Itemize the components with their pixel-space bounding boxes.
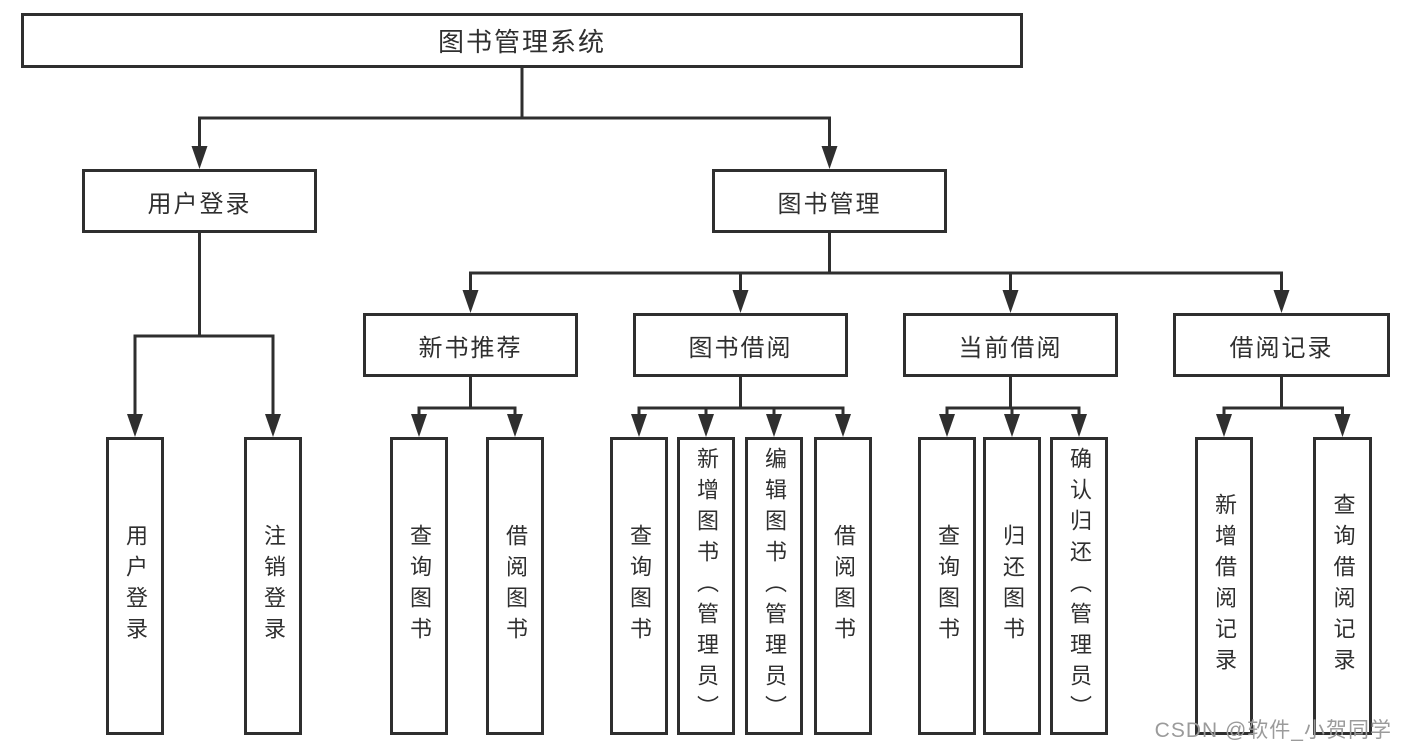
node-root: 图书管理系统 [21, 13, 1023, 68]
arrowhead-icon-book-borrow [732, 290, 749, 313]
arrowhead-icon-borrow-books-1 [507, 414, 523, 437]
node-borrow-books-2: 借阅图书 [814, 437, 872, 735]
arrowhead-icon-query-books-3 [939, 414, 955, 437]
node-edit-books: 编辑图书（管理员） [745, 437, 803, 735]
node-query-books-2: 查询图书 [610, 437, 668, 735]
arrowhead-icon-query-books-2 [631, 414, 647, 437]
node-query-books-1: 查询图书 [390, 437, 448, 735]
node-query-books-3: 查询图书 [918, 437, 976, 735]
node-book-borrow: 图书借阅 [633, 313, 848, 377]
node-add-books: 新增图书（管理员） [677, 437, 735, 735]
node-current-borrow: 当前借阅 [903, 313, 1118, 377]
arrowhead-icon-edit-books [766, 414, 782, 437]
arrowhead-icon-current-borrow [1002, 290, 1019, 313]
node-new-book-recommend: 新书推荐 [363, 313, 578, 377]
node-logout-leaf: 注销登录 [244, 437, 302, 735]
arrowhead-icon-user-login-branch [191, 146, 208, 169]
arrowhead-icon-book-mgmt-branch [821, 146, 838, 169]
arrowhead-icon-return-books [1004, 414, 1020, 437]
arrowhead-icon-confirm-return [1071, 414, 1087, 437]
arrowhead-icon-user-login-leaf [127, 414, 143, 437]
arrowhead-icon-add-books [698, 414, 714, 437]
arrowhead-icon-query-borrow-record [1334, 414, 1351, 437]
watermark-text: CSDN @软件_小贺同学 [1154, 719, 1392, 742]
node-add-borrow-record: 新增借阅记录 [1195, 437, 1253, 735]
arrowhead-icon-borrow-records [1273, 290, 1290, 313]
node-query-borrow-record: 查询借阅记录 [1313, 437, 1372, 735]
node-borrow-records: 借阅记录 [1173, 313, 1390, 377]
node-user-login-branch: 用户登录 [82, 169, 317, 233]
node-book-mgmt-branch: 图书管理 [712, 169, 947, 233]
arrowhead-icon-query-books-1 [411, 414, 427, 437]
arrowhead-icon-borrow-books-2 [835, 414, 851, 437]
node-confirm-return: 确认归还（管理员） [1050, 437, 1108, 735]
node-return-books: 归还图书 [983, 437, 1041, 735]
node-borrow-books-1: 借阅图书 [486, 437, 544, 735]
arrowhead-icon-logout-leaf [265, 414, 281, 437]
arrowhead-icon-new-book-recommend [462, 290, 479, 313]
node-user-login-leaf: 用户登录 [106, 437, 164, 735]
arrowhead-icon-add-borrow-record [1216, 414, 1232, 437]
